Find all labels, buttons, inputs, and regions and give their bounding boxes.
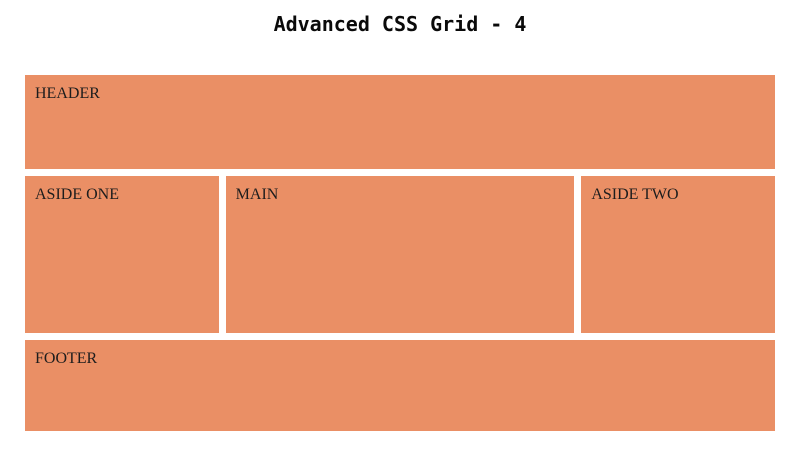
grid-section-aside-one: ASIDE ONE — [25, 176, 219, 333]
grid-section-aside-one-label: ASIDE ONE — [35, 186, 119, 203]
grid-section-header: HEADER — [25, 75, 775, 169]
grid-section-aside-two: ASIDE TWO — [581, 176, 775, 333]
grid-section-header-label: HEADER — [35, 85, 100, 102]
grid-section-aside-two-label: ASIDE TWO — [591, 186, 679, 203]
grid-section-footer-label: FOOTER — [35, 350, 98, 367]
grid-section-main: MAIN — [225, 176, 575, 333]
page-title: Advanced CSS Grid - 4 — [273, 12, 527, 36]
grid-layout-container: HEADER ASIDE ONE MAIN ASIDE TWO FOOTER — [25, 75, 775, 431]
grid-section-footer: FOOTER — [25, 340, 775, 431]
grid-section-main-label: MAIN — [235, 186, 279, 203]
